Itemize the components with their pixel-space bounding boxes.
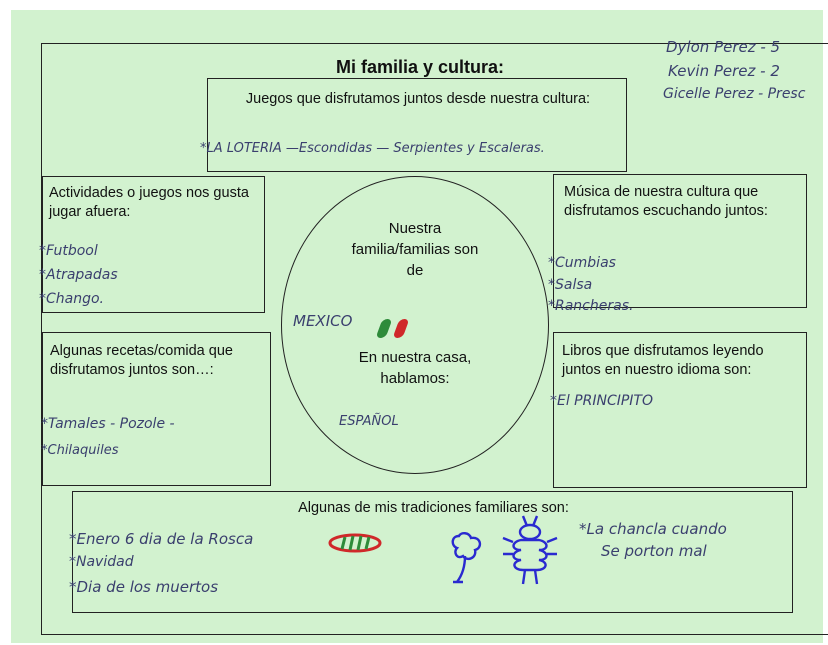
music-item: *Rancheras. xyxy=(548,298,634,314)
language-answer: ESPAÑOL xyxy=(339,414,399,429)
circle-line: de xyxy=(406,262,424,279)
music-heading: Música de nuestra cultura que disfrutamo… xyxy=(564,184,768,219)
music-item: *Cumbias xyxy=(548,255,616,271)
student-name-1: Dylon Perez - 5 xyxy=(666,38,781,56)
recipes-heading: Algunas recetas/comida que disfrutamos j… xyxy=(50,343,233,378)
outdoor-games-box: Actividades o juegos nos gusta jugar afu… xyxy=(39,176,265,313)
bug-drawing-icon xyxy=(502,515,558,585)
recipes-box: Algunas recetas/comida que disfrutamos j… xyxy=(41,332,271,486)
music-box: Música de nuestra cultura que disfrutamo… xyxy=(548,174,807,314)
circle-line: Nuestra xyxy=(388,220,442,237)
traditions-item: *Dia de los muertos xyxy=(69,578,219,596)
music-item: *Salsa xyxy=(548,277,593,293)
student-name-2: Kevin Perez - 2 xyxy=(668,62,780,80)
outdoor-item: *Atrapadas xyxy=(39,267,118,283)
traditions-note: Se porton mal xyxy=(601,542,707,560)
circle-line: familia/familias son xyxy=(351,241,479,258)
circle-line: hablamos: xyxy=(380,370,450,387)
books-heading: Libros que disfrutamos leyendo juntos en… xyxy=(562,343,764,378)
circle-line: En nuestra casa, xyxy=(358,349,472,366)
page-title: Mi familia y cultura: xyxy=(336,57,505,77)
books-item: *El PRINCIPITO xyxy=(550,393,654,409)
outdoor-item: *Futbool xyxy=(39,243,98,259)
traditions-heading: Algunas de mis tradiciones familiares so… xyxy=(298,500,569,516)
student-name-3: Gicelle Perez - Presc xyxy=(663,86,806,102)
recipes-item: *Tamales - Pozole - xyxy=(41,416,175,432)
books-box: Libros que disfrutamos leyendo juntos en… xyxy=(550,332,807,488)
outdoor-games-heading: Actividades o juegos nos gusta jugar afu… xyxy=(49,185,249,220)
outdoor-item: *Chango. xyxy=(39,291,105,307)
traditions-item: *Enero 6 dia de la Rosca xyxy=(69,530,254,548)
worksheet-frame xyxy=(41,43,828,635)
circle-intro: Nuestra familia/familias son de xyxy=(301,218,529,281)
games-box: Juegos que disfrutamos juntos desde nues… xyxy=(200,78,627,172)
games-answer: *LA LOTERIA —Escondidas — Serpientes y E… xyxy=(200,141,545,156)
traditions-item: *Navidad xyxy=(69,554,134,570)
circle-language-prompt: En nuestra casa, hablamos: xyxy=(301,347,529,389)
games-heading: Juegos que disfrutamos juntos desde nues… xyxy=(245,91,591,107)
country-answer: MEXICO xyxy=(293,312,353,330)
traditions-note: *La chancla cuando xyxy=(579,520,727,538)
traditions-box: Algunas de mis tradiciones familiares so… xyxy=(69,491,793,613)
recipes-item: *Chilaquiles xyxy=(41,443,119,458)
family-origin-circle xyxy=(281,176,549,474)
worksheet-page: Mi familia y cultura: Dylon Perez - 5 Ke… xyxy=(11,10,828,643)
rosca-bread-icon xyxy=(328,533,382,553)
sandal-chancla-icon xyxy=(451,532,482,584)
